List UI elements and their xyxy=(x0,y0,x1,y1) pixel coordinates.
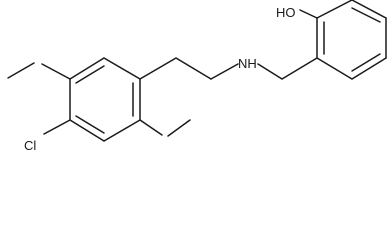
ring-bond xyxy=(316,0,353,19)
ethyl-linker xyxy=(139,57,239,80)
bond-ch2-ring xyxy=(281,57,318,80)
ring-bond xyxy=(316,57,353,80)
ring-bond xyxy=(351,0,387,19)
bond-ring-oxygen xyxy=(299,9,318,19)
bond-ring-oxygen xyxy=(41,63,71,80)
phenol-ring xyxy=(316,0,387,80)
ring-inner-double-bond xyxy=(75,65,105,84)
chloro-substituent: Cl xyxy=(24,119,71,153)
ring-inner-double-bond xyxy=(351,53,381,72)
bond-ch2-ch2 xyxy=(175,57,212,80)
chlorine-label: Cl xyxy=(24,138,36,153)
ring-bond xyxy=(351,57,387,80)
bond-nitrogen-ch2 xyxy=(257,63,283,80)
bond-ring-ch2 xyxy=(139,57,177,80)
amine-label: NH xyxy=(238,56,257,71)
bond-ring-chlorine xyxy=(43,119,71,135)
benzyl-linker xyxy=(257,57,318,80)
ring-bond xyxy=(69,57,105,80)
ring-bond xyxy=(103,57,141,80)
ring-inner-double-bond xyxy=(351,7,381,23)
ring-bond xyxy=(69,119,105,142)
molecule-diagram: Cl NH HO xyxy=(7,0,387,153)
ring-inner-double-bond xyxy=(75,115,105,134)
bond-oxygen-methyl xyxy=(167,119,191,137)
methoxy-group-bottom xyxy=(139,119,191,137)
hydroxyl-group: HO xyxy=(276,5,318,20)
methoxy-group-top xyxy=(7,62,71,80)
hydroxyl-label: HO xyxy=(276,5,296,20)
ring-bond xyxy=(103,119,141,142)
bond-oxygen-methyl xyxy=(7,62,35,79)
dimethoxy-chlorophenyl-ring xyxy=(69,57,141,142)
bond-ring-oxygen xyxy=(139,119,163,136)
bond-ch2-nitrogen xyxy=(210,63,239,80)
